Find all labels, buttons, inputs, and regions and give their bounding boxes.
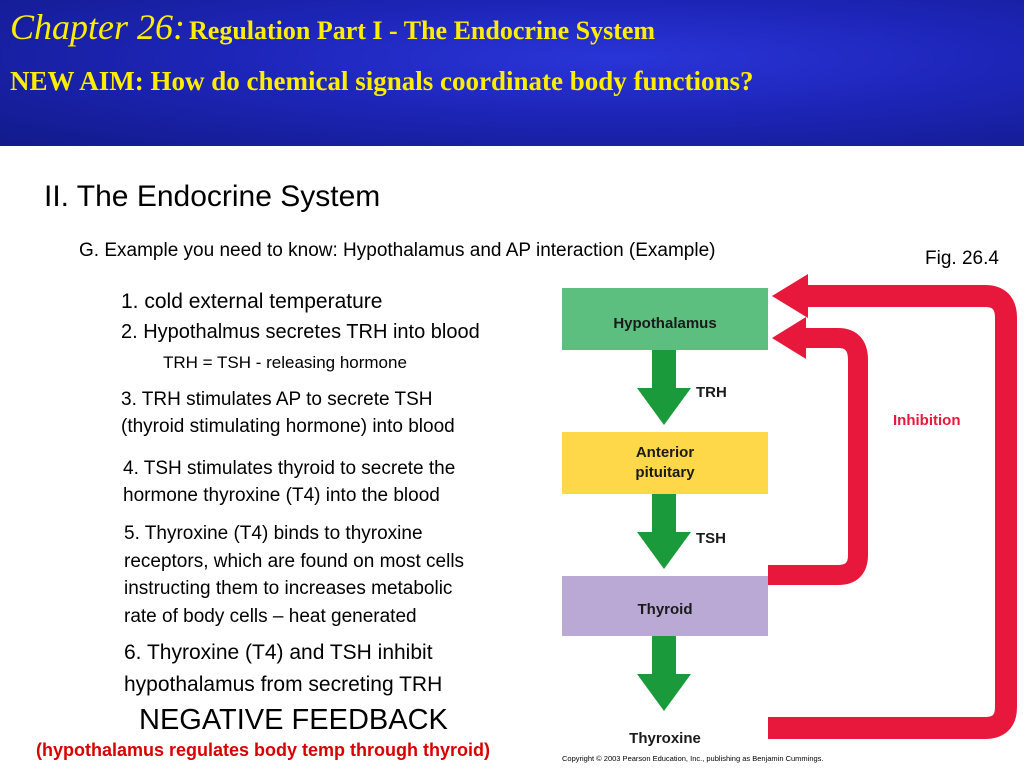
hypothalamus-label: Hypothalamus [613,315,716,332]
step-4-line: hormone thyroxine (T4) into the blood [123,485,440,506]
hypothalamus-box [562,288,768,350]
tsh-label: TSH [696,530,726,547]
figure-label: Fig. 26.4 [925,248,999,269]
inhibition-outer-loop [768,285,1017,739]
step-1-text: 1. cold external temperature [121,290,383,313]
step-5-line: instructing them to increases metabolic [124,578,453,599]
copyright-text: Copyright © 2003 Pearson Education, Inc.… [562,754,824,763]
step-3-line: 3. TRH stimulates AP to secrete TSH [121,389,433,410]
example-heading: G. Example you need to know: Hypothalamu… [79,240,716,261]
step-3-line: (thyroid stimulating hormone) into blood [121,416,455,437]
step-6-line: hypothalamus from secreting TRH [124,673,443,696]
negative-feedback-label: NEGATIVE FEEDBACK [139,704,448,736]
inhibition-inner-arrowhead [772,317,806,359]
step-5-text: 5. Thyroxine (T4) binds to thyroxine rec… [124,520,464,630]
step-2-note: TRH = TSH - releasing hormone [163,353,407,372]
step-4-text: 4. TSH stimulates thyroid to secrete the… [123,455,455,509]
step-6-text: 6. Thyroxine (T4) and TSH inhibit hypoth… [124,637,442,701]
inhibition-outer-arrowhead [772,274,808,318]
title-banner: Chapter 26: Regulation Part I - The Endo… [0,0,1024,146]
chapter-title: Chapter 26: Regulation Part I - The Endo… [10,6,655,48]
inhibition-inner-loop [768,328,868,585]
thyroid-label: Thyroid [638,601,693,618]
anterior-pituitary-box [562,432,768,494]
step-6-line: 6. Thyroxine (T4) and TSH inhibit [124,641,433,664]
step-5-line: rate of body cells – heat generated [124,605,417,627]
negative-feedback-subtitle: (hypothalamus regulates body temp throug… [36,740,491,760]
step-4-line: 4. TSH stimulates thyroid to secrete the [123,458,456,479]
tsh-arrow [637,494,691,569]
step-5-line: receptors, which are found on most cells [124,550,465,572]
step-5-line: 5. Thyroxine (T4) binds to thyroxine [124,523,423,544]
anterior-pituitary-label: pituitary [635,464,695,481]
anterior-pituitary-label: Anterior [636,444,695,461]
thyroid-box [562,576,768,636]
thyroxine-arrow [637,636,691,711]
section-title: II. The Endocrine System [44,180,381,213]
thyroxine-label: Thyroxine [629,730,701,747]
aim-text: NEW AIM: How do chemical signals coordin… [10,66,754,96]
chapter-number: Chapter 26: [10,7,185,47]
inhibition-label: Inhibition [893,412,960,429]
trh-label: TRH [696,384,727,401]
step-3-text: 3. TRH stimulates AP to secrete TSH (thy… [121,386,455,440]
chapter-subtitle: Regulation Part I - The Endocrine System [189,16,656,45]
step-2-text: 2. Hypothalmus secretes TRH into blood [121,321,480,343]
trh-arrow [637,350,691,425]
